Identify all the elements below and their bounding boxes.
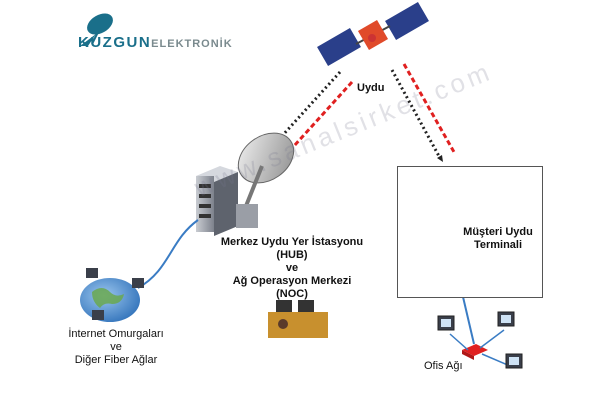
hub-server-rack-icon [196, 166, 238, 236]
office-network-cables [449, 329, 511, 367]
hub-label-line5: (NOC) [276, 288, 308, 300]
logo-text-secondary: ELEKTRONİK [151, 38, 233, 50]
office-switch-icon [462, 344, 488, 360]
hub-label-line3: ve [285, 262, 299, 274]
hub-label-line1: Merkez Uydu Yer İstasyonu [220, 236, 364, 248]
internet-globe-icon [80, 278, 140, 322]
customer-terminal-label-line1: Müşteri Uydu [463, 226, 533, 238]
hub-dish-icon [236, 132, 295, 228]
internet-label-line3: Diğer Fiber Ağlar [74, 354, 158, 366]
customer-terminal-label: Müşteri Uydu Terminali [458, 226, 538, 252]
internet-label-line2: ve [110, 341, 122, 353]
noc-operator-icon [268, 300, 328, 338]
uplink-customer-link [390, 63, 456, 162]
hub-internet-cable [137, 219, 199, 289]
internet-label: İnternet Omurgaları ve Diğer Fiber Ağlar [56, 328, 176, 367]
internet-label-line1: İnternet Omurgaları [68, 328, 164, 340]
satellite-icon [317, 1, 429, 67]
logo-dish-icon [80, 13, 113, 46]
internet-computer-icon [86, 268, 144, 320]
hub-label: Merkez Uydu Yer İstasyonu (HUB) ve Ağ Op… [212, 236, 372, 301]
hub-label-line2: (HUB) [276, 249, 308, 261]
customer-terminal-frame [397, 166, 543, 298]
hub-label-line4: Ağ Operasyon Merkezi [232, 275, 352, 287]
satellite-label: Uydu [357, 82, 385, 94]
office-network-label: Ofis Ağı [424, 360, 463, 372]
customer-terminal-label-line2: Terminali [473, 239, 523, 251]
office-computer-icon [437, 311, 523, 369]
